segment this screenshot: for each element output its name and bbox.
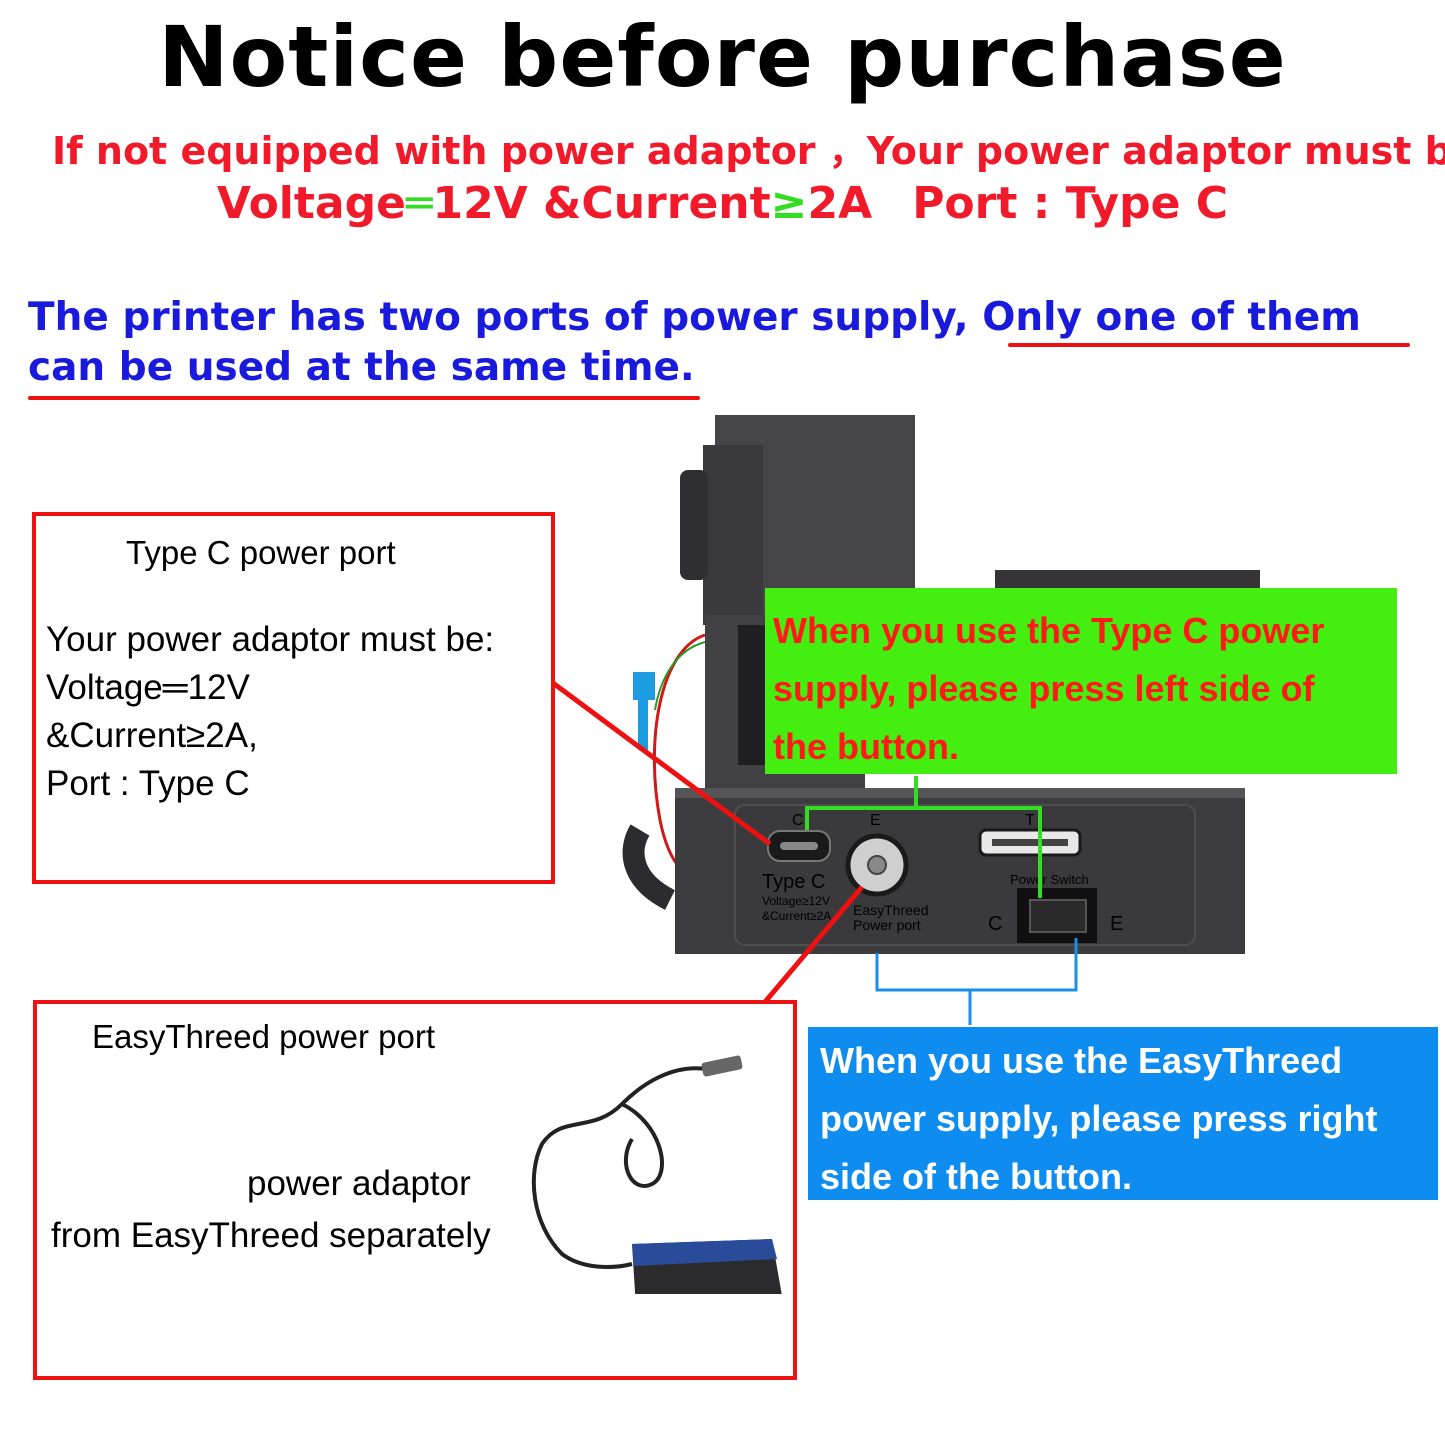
adaptor-spec-line: Voltage═12V &Current≥2A Port : Type C <box>0 178 1445 229</box>
callout-line: side of the button. <box>820 1156 1132 1197</box>
only-one-text: Only one of them <box>982 295 1361 340</box>
easythreed-box-title: EasyThreed power port <box>92 1018 436 1055</box>
easythreed-port-label-1: EasyThreed <box>853 902 928 918</box>
callout-line: supply, please press left side of <box>773 668 1315 709</box>
typec-info-box: Type C power port Your power adaptor mus… <box>32 512 555 884</box>
greater-equal-symbol: ≥ <box>770 178 808 229</box>
same-time-text: can be used at the same time. <box>28 345 695 390</box>
switch-right-label: E <box>1110 913 1123 935</box>
typec-box-title: Type C power port <box>126 534 396 571</box>
typec-port-label: Type C <box>762 871 825 893</box>
typec-box-line: Port : Type C <box>46 764 250 803</box>
callout-line: When you use the EasyThreed <box>820 1040 1343 1081</box>
easythreed-usage-callout: When you use the EasyThreed power supply… <box>808 1027 1438 1200</box>
typec-spec-2: &Current≥2A <box>762 909 831 923</box>
power-adaptor-icon <box>531 1055 782 1294</box>
adaptor-requirement-line: If not equipped with power adaptor ，Your… <box>52 129 1445 173</box>
typec-box-line: &Current≥2A, <box>46 716 258 755</box>
page-title: Notice before purchase <box>158 8 1287 106</box>
current-value: 2A <box>807 178 873 229</box>
two-ports-notice: The printer has two ports of power suppl… <box>28 295 1361 340</box>
callout-line: power supply, please press right <box>820 1098 1378 1139</box>
typec-box-line: Your power adaptor must be: <box>46 620 495 659</box>
callout-line: When you use the Type C power <box>773 610 1325 651</box>
instruction-label <box>738 625 768 765</box>
typec-box-line: Voltage═12V <box>46 668 250 707</box>
typec-spec-1: Voltage≥12V <box>762 894 830 908</box>
typec-usage-callout: When you use the Type C power supply, pl… <box>765 588 1397 774</box>
easythreed-info-box: EasyThreed power port power adaptor from… <box>33 1000 797 1380</box>
underline-2 <box>28 396 700 400</box>
wire-connector-icon <box>633 672 655 700</box>
spool-holder-icon <box>680 470 708 580</box>
two-ports-text: The printer has two ports of power suppl… <box>28 295 983 340</box>
voltage-current-text: 12V &Current <box>432 178 771 229</box>
power-switch-label: Power Switch <box>1010 872 1089 887</box>
callout-line: the button. <box>773 726 959 767</box>
easythreed-port-label-2: Power port <box>853 917 921 933</box>
underline-1 <box>1008 343 1410 347</box>
adaptor-caption-2: from EasyThreed separately <box>51 1216 491 1255</box>
voltage-label: Voltage <box>216 178 406 229</box>
equals-symbol: ═ <box>405 178 433 229</box>
port-letter-t: T <box>1025 812 1035 829</box>
port-letter-c: C <box>792 812 804 829</box>
port-letter-e: E <box>870 812 881 829</box>
port-type-text: Port : Type C <box>912 178 1229 229</box>
adaptor-caption-1: power adaptor <box>247 1164 471 1203</box>
switch-left-label: C <box>988 913 1002 935</box>
